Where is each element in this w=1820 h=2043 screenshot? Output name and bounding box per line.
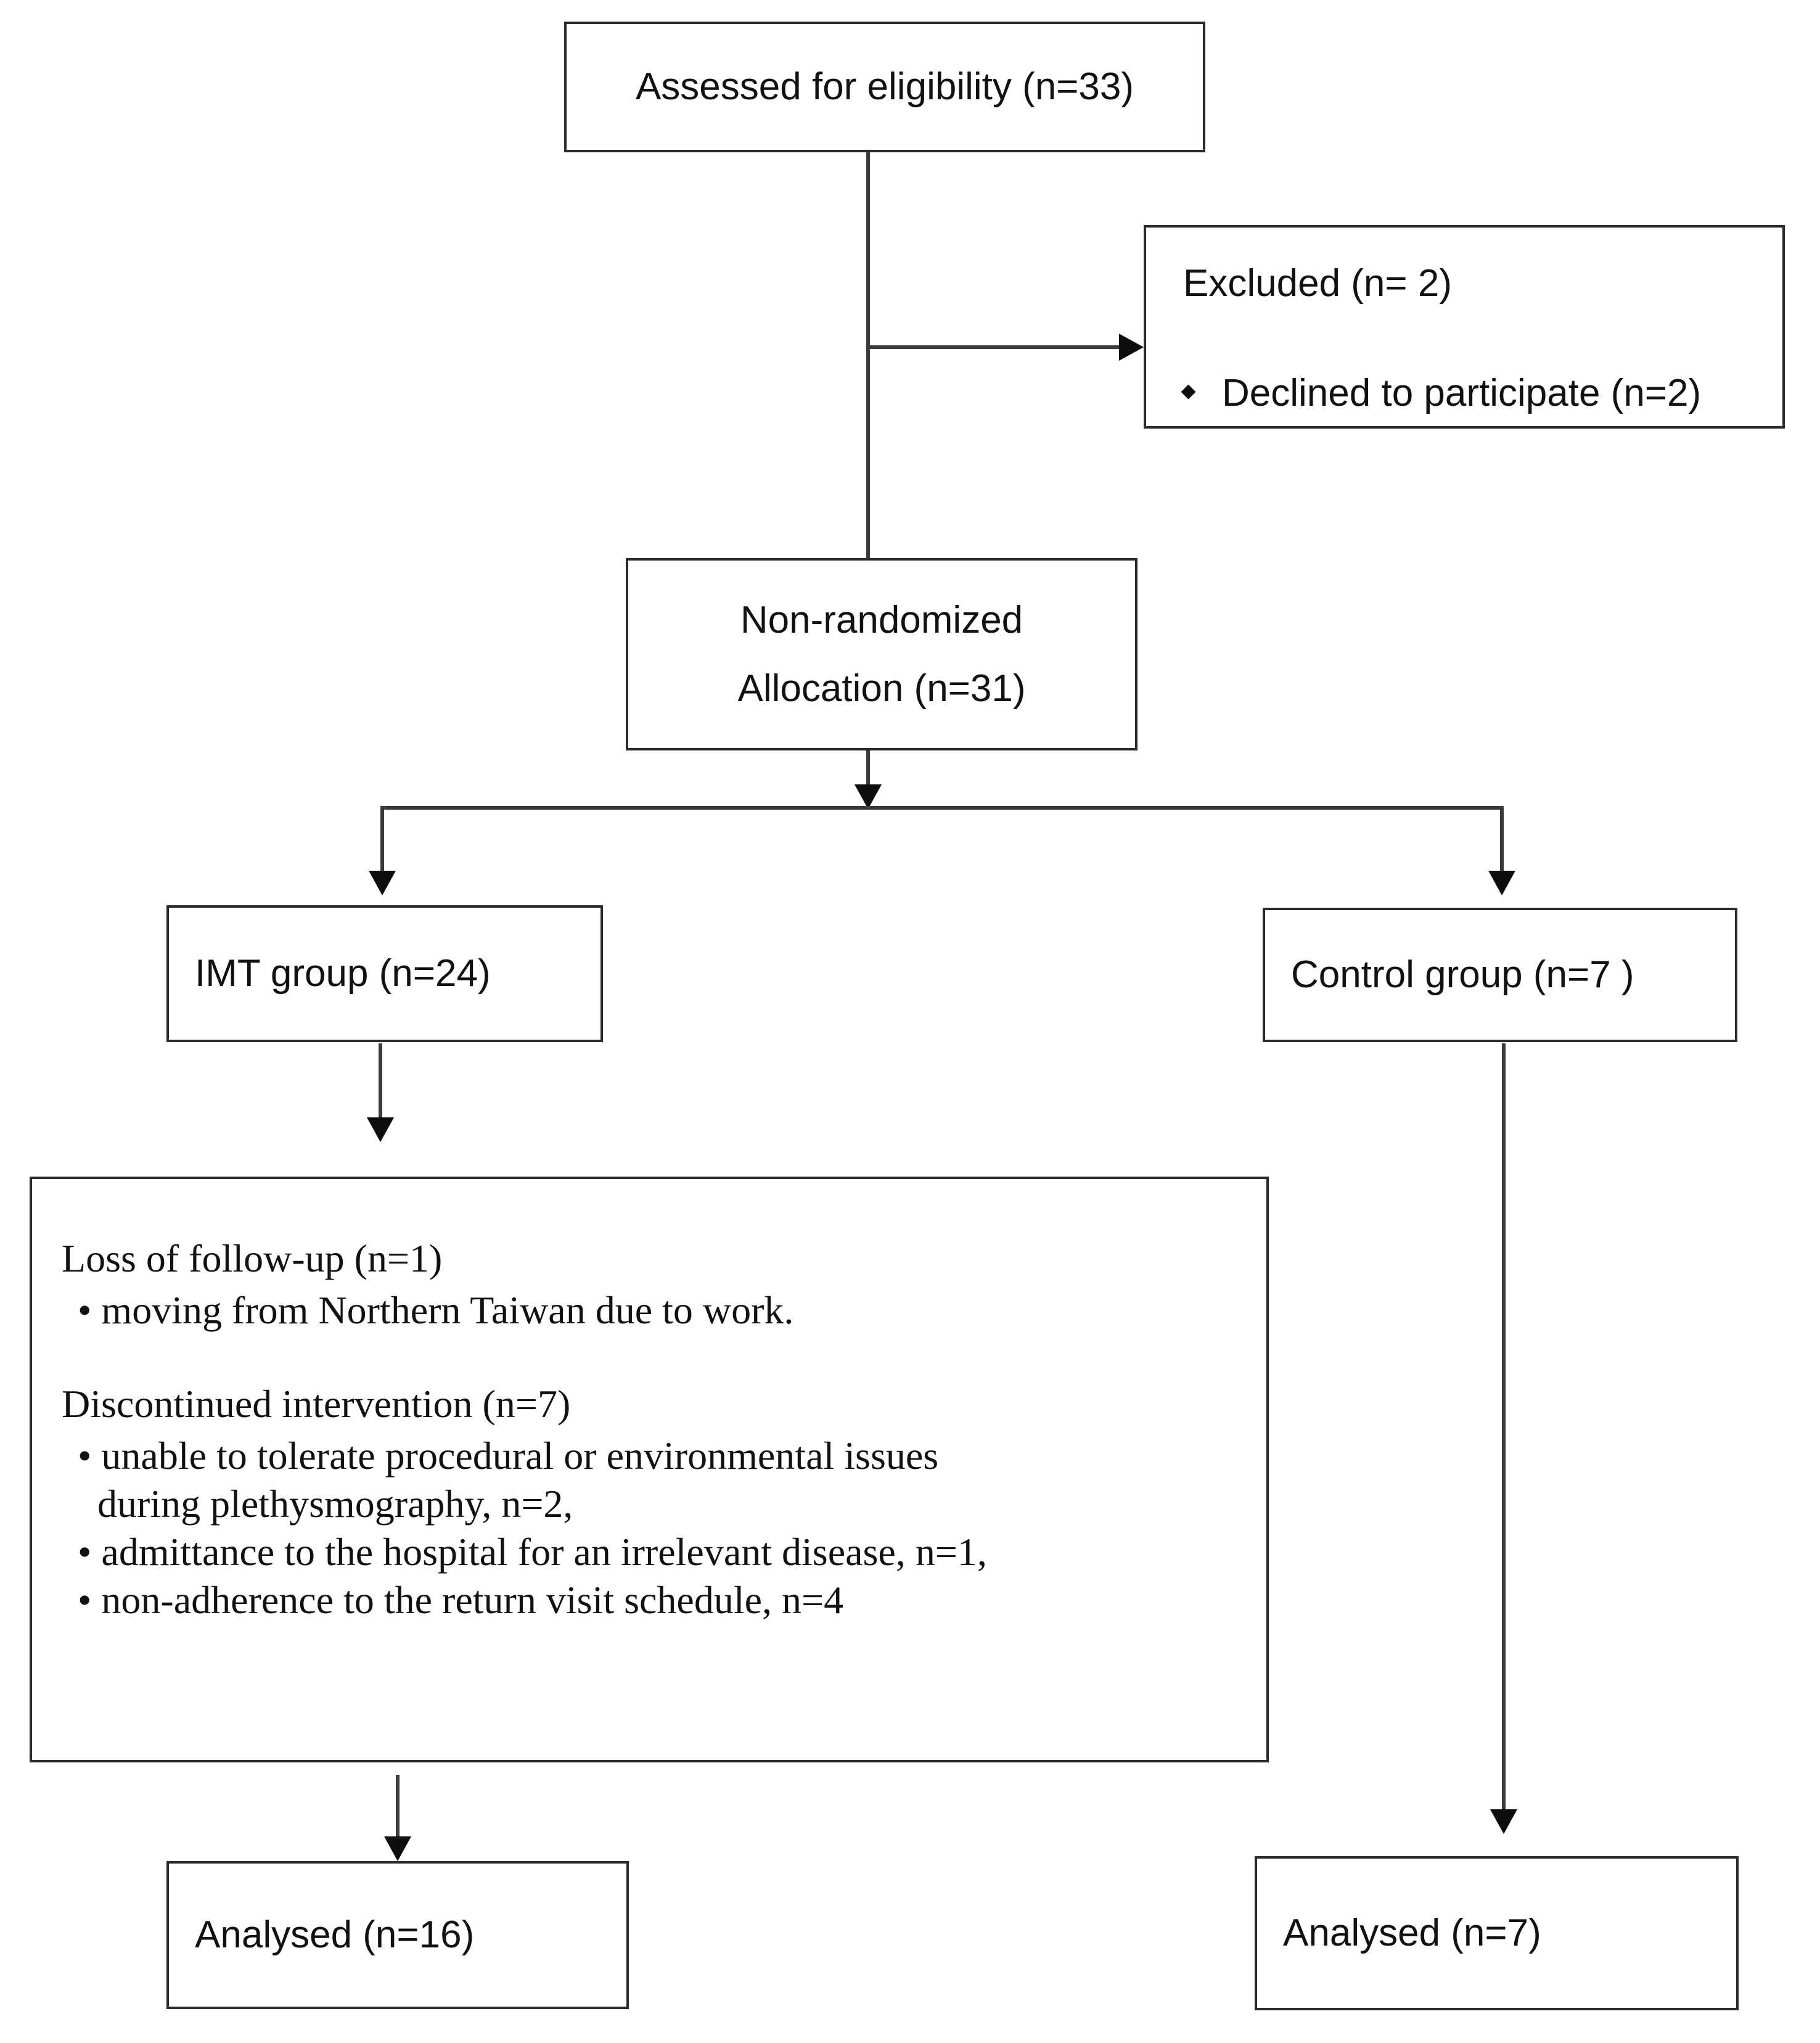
connector-imt-to-attrition xyxy=(379,1043,382,1124)
connector-to-excluded xyxy=(866,345,1120,349)
discontinued-item-3: • non-adherence to the return visit sche… xyxy=(78,1578,844,1622)
node-analysed-imt: Analysed (n=16) xyxy=(166,1861,629,2009)
assessed-label: Assessed for eligibility (n=33) xyxy=(635,65,1134,109)
excluded-reason-item: Declined to participate (n=2) xyxy=(1181,369,1702,417)
connector-split-to-imt xyxy=(380,806,384,879)
discontinued-item-1: • unable to tolerate procedural or envir… xyxy=(78,1434,939,1478)
node-control-group: Control group (n=7 ) xyxy=(1263,908,1737,1042)
node-imt-group: IMT group (n=24) xyxy=(166,905,603,1042)
allocation-line-2: Allocation (n=31) xyxy=(737,667,1026,710)
excluded-reason-label: Declined to participate (n=2) xyxy=(1222,372,1702,414)
analysed-control-label: Analysed (n=7) xyxy=(1283,1912,1541,1955)
connector-control-to-analysed xyxy=(1502,1043,1506,1815)
discontinued-item-1-continuation: during plethysmography, n=2, xyxy=(97,1482,573,1526)
connector-attrition-to-analysed-imt xyxy=(396,1775,400,1843)
arrowhead-split-to-imt xyxy=(369,871,396,895)
connector-split-to-control xyxy=(1500,806,1504,879)
control-group-label: Control group (n=7 ) xyxy=(1291,953,1634,997)
node-allocation: Non-randomized Allocation (n=31) xyxy=(626,558,1138,750)
analysed-imt-label: Analysed (n=16) xyxy=(195,1914,475,1957)
arrowhead-allocation-to-split xyxy=(855,784,882,809)
arrowhead-control-to-analysed xyxy=(1490,1809,1517,1834)
node-attrition-details: Loss of follow-up (n=1) • moving from No… xyxy=(30,1177,1269,1762)
node-assessed-for-eligibility: Assessed for eligibility (n=33) xyxy=(564,22,1205,152)
node-analysed-control: Analysed (n=7) xyxy=(1255,1856,1739,2010)
excluded-title: Excluded (n= 2) xyxy=(1183,262,1452,305)
imt-group-label: IMT group (n=24) xyxy=(195,952,491,995)
connector-allocation-to-split xyxy=(866,750,870,789)
connector-assessed-to-allocation xyxy=(866,152,870,559)
node-excluded: Excluded (n= 2) Declined to participate … xyxy=(1144,225,1785,429)
loss-of-followup-item-1: • moving from Northern Taiwan due to wor… xyxy=(78,1288,794,1333)
arrowhead-attrition-to-analysed-imt xyxy=(384,1836,411,1861)
arrowhead-imt-to-attrition xyxy=(367,1117,394,1142)
discontinued-item-2: • admittance to the hospital for an irre… xyxy=(78,1530,987,1574)
allocation-line-1: Non-randomized xyxy=(740,598,1023,641)
diamond-bullet-icon xyxy=(1181,384,1196,400)
loss-of-followup-title: Loss of follow-up (n=1) xyxy=(62,1236,443,1280)
detail-spacer xyxy=(62,1334,1242,1380)
arrowhead-to-excluded xyxy=(1119,334,1144,361)
connector-split-bar xyxy=(380,806,1504,810)
discontinued-intervention-title: Discontinued intervention (n=7) xyxy=(62,1382,571,1426)
arrowhead-split-to-control xyxy=(1488,871,1515,895)
